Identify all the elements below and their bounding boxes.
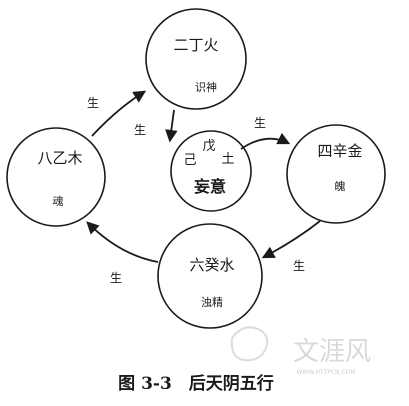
node-wood: 八乙木 魂 — [6, 127, 106, 227]
node-fire-circle — [145, 8, 247, 110]
node-earth-mark-right: 土 — [221, 152, 234, 167]
arrow-water-to-wood: 生 — [86, 221, 159, 285]
arrow-fire-to-earth-path — [165, 109, 178, 143]
node-earth-mark-top: 戊 — [202, 139, 215, 154]
arrow-metal-to-water: 生 — [261, 220, 321, 273]
node-fire-label: 二丁火 — [173, 36, 218, 54]
node-wood-label: 八乙木 — [37, 149, 82, 167]
node-metal-circle — [286, 124, 386, 224]
arrow-water-to-wood-label: 生 — [110, 271, 122, 285]
arrow-earth-to-metal: 生 — [240, 116, 291, 150]
node-metal: 四辛金 魄 — [286, 124, 386, 224]
node-water-label: 六癸水 — [189, 256, 234, 274]
node-earth: 己 戊 土 妄意 — [170, 130, 252, 212]
arrow-water-to-wood-path — [86, 221, 159, 263]
watermark-url-text: WWW.HTTPCN.COM — [296, 369, 355, 376]
figure-caption: 图 3-3 后天阴五行 — [118, 373, 274, 394]
node-metal-sub: 魄 — [335, 180, 346, 193]
arrow-earth-to-metal-path — [240, 132, 291, 150]
watermark-logo-text: 文涯风 — [293, 337, 371, 367]
node-metal-label: 四辛金 — [317, 142, 362, 160]
node-earth-mark-left: 己 — [183, 153, 196, 168]
node-water: 六癸水 浊精 — [157, 223, 263, 329]
arrow-metal-to-water-path — [261, 220, 321, 259]
watermark-logo-icon — [230, 326, 269, 362]
arrow-fire-to-earth-label: 生 — [134, 123, 146, 137]
node-fire-sub: 识神 — [195, 80, 217, 94]
node-fire: 二丁火 识神 — [145, 8, 247, 110]
arrow-earth-to-metal-label: 生 — [254, 116, 266, 130]
node-wood-circle — [6, 127, 106, 227]
arrow-wood-to-fire-path — [91, 90, 147, 137]
node-earth-circle — [170, 130, 252, 212]
arrow-wood-to-fire: 生 — [87, 90, 147, 137]
node-earth-label: 妄意 — [194, 177, 226, 196]
node-water-sub: 浊精 — [201, 296, 223, 309]
arrow-metal-to-water-label: 生 — [293, 259, 305, 273]
arrow-wood-to-fire-label: 生 — [87, 96, 99, 110]
arrow-fire-to-earth: 生 — [134, 109, 178, 143]
node-wood-sub: 魂 — [53, 195, 64, 208]
node-water-circle — [157, 223, 263, 329]
watermark: 文涯风 WWW.HTTPCN.COM — [230, 326, 371, 376]
